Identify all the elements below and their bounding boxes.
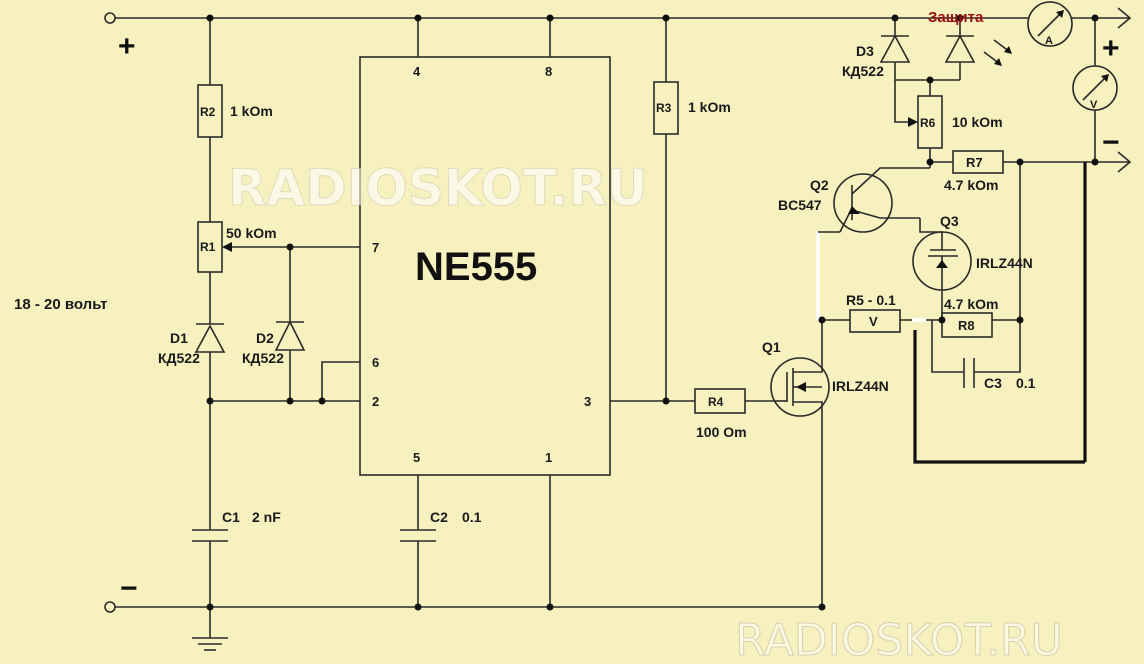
c3-name: C3 <box>984 375 1002 391</box>
q3-value: IRLZ44N <box>976 255 1033 271</box>
minus-input-terminal <box>104 601 116 613</box>
led-label: Защита <box>928 9 984 26</box>
q1-name: Q1 <box>762 339 781 355</box>
resistor-r8 <box>941 312 993 338</box>
diode-d3 <box>879 18 960 81</box>
ammeter-letter: A <box>1045 35 1053 47</box>
q3-name: Q3 <box>940 213 959 229</box>
resistor-r5 <box>849 309 901 333</box>
r4-value: 100 Om <box>696 424 747 440</box>
diode-d2 <box>274 247 306 401</box>
transistor-q2 <box>818 167 930 233</box>
r3-value: 1 kOm <box>688 99 731 115</box>
r6-value: 10 kOm <box>952 114 1003 130</box>
ammeter-icon <box>1027 1 1073 47</box>
output-plus-label: + <box>1102 32 1120 65</box>
r4-name: R4 <box>708 395 724 409</box>
c3-value: 0.1 <box>1016 375 1036 391</box>
pin-6: 6 <box>372 355 379 370</box>
q2-name: Q2 <box>810 177 829 193</box>
voltmeter-icon <box>1072 18 1118 162</box>
junctions <box>206 14 1099 611</box>
c1-value: 2 nF <box>252 509 281 525</box>
ne555-chip <box>359 56 611 476</box>
d1-value: КД522 <box>158 350 200 366</box>
watermark-center: RADIOSKOT.RU <box>228 159 647 217</box>
d2-value: КД522 <box>242 350 284 366</box>
mosfet-q3 <box>912 218 972 320</box>
watermark-corner: RADIOSKOT.RU <box>735 615 1063 664</box>
pin-4: 4 <box>413 64 421 79</box>
r1-value: 50 kOm <box>226 225 277 241</box>
d1-name: D1 <box>170 330 188 346</box>
pin-2: 2 <box>372 394 379 409</box>
r2-value: 1 kOm <box>230 103 273 119</box>
output-minus-label: − <box>1102 126 1120 159</box>
led-protection <box>944 18 1012 80</box>
pin-7: 7 <box>372 240 379 255</box>
r6-name: R6 <box>920 116 936 130</box>
c1-name: C1 <box>222 509 240 525</box>
pin-5: 5 <box>413 450 420 465</box>
pin-8: 8 <box>545 64 552 79</box>
c2-name: C2 <box>430 509 448 525</box>
pin-3: 3 <box>584 394 591 409</box>
resistor-r3 <box>653 81 679 135</box>
plus-input-terminal <box>104 12 116 24</box>
supply-voltage-label: 18 - 20 вольт <box>14 296 107 313</box>
r8-value: 4.7 kOm <box>944 296 998 312</box>
r1-name: R1 <box>200 240 216 254</box>
mosfet-q1 <box>770 320 830 607</box>
supply-minus-label: − <box>120 572 138 605</box>
d3-value: КД522 <box>842 63 884 79</box>
d2-name: D2 <box>256 330 274 346</box>
q2-value: BC547 <box>778 197 822 213</box>
ground-icon <box>192 607 228 651</box>
r5-symbol: V <box>869 314 878 329</box>
voltmeter-letter: V <box>1090 99 1098 111</box>
r3-name: R3 <box>656 101 672 115</box>
pin6-wire <box>321 361 360 401</box>
r8-name: R8 <box>958 318 975 333</box>
r2-name: R2 <box>200 105 216 119</box>
d3-name: D3 <box>856 43 874 59</box>
q1-value: IRLZ44N <box>832 378 889 394</box>
supply-plus-label: + <box>118 30 136 63</box>
chip-name: NE555 <box>415 245 537 289</box>
left-branch <box>192 18 228 607</box>
resistor-r4 <box>694 388 746 414</box>
r5-name: R5 - 0.1 <box>846 292 896 308</box>
r7-name: R7 <box>966 155 983 170</box>
pin-1: 1 <box>545 450 552 465</box>
c2-value: 0.1 <box>462 509 482 525</box>
r7-value: 4.7 kOm <box>944 177 998 193</box>
